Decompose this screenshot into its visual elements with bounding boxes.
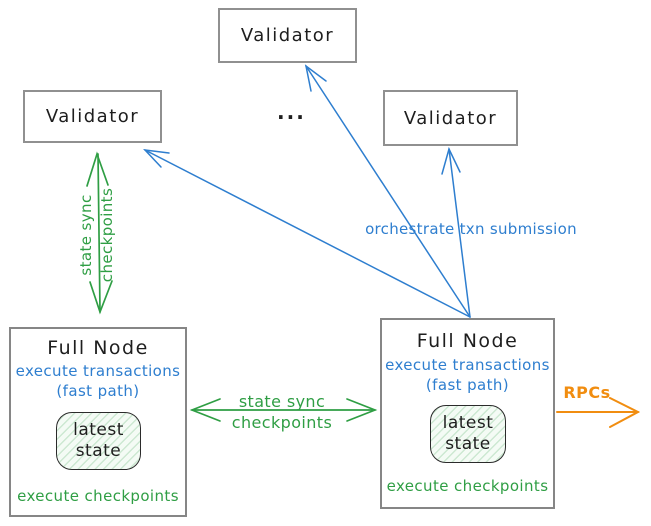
full-node-left-exec-checkpoints: execute checkpoints: [17, 487, 179, 505]
full-node-right-exec-transactions: execute transactions: [385, 356, 550, 374]
validator-right-box: Validator: [383, 90, 518, 146]
latest-state-word2: state: [75, 441, 122, 461]
full-node-left-exec-transactions: execute transactions: [15, 362, 181, 380]
vertical-state-sync-label: state sync: [77, 194, 95, 276]
full-node-left-box: Full Node execute transactions (fast pat…: [9, 327, 187, 517]
validator-top-box: Validator: [218, 8, 357, 63]
validator-left-box: Validator: [23, 90, 162, 143]
latest-state-word1: latest: [442, 413, 494, 433]
full-node-left-latest-state-box: latest state: [56, 412, 141, 470]
full-node-right-box: Full Node execute transactions (fast pat…: [380, 318, 555, 509]
orchestrate-txn-arrows: [143, 64, 471, 318]
horizontal-checkpoints-label: checkpoints: [231, 413, 333, 432]
full-node-right-title: Full Node: [416, 330, 519, 352]
vertical-checkpoints-label: checkpoints: [98, 187, 116, 283]
latest-state-word1: latest: [73, 420, 124, 440]
validators-ellipsis: ...: [277, 100, 306, 124]
validator-left-label: Validator: [45, 106, 140, 127]
horizontal-state-sync-label: state sync: [238, 392, 326, 411]
latest-state-word2: state: [445, 434, 491, 454]
rpcs-label: RPCs: [563, 383, 611, 402]
full-node-left-title: Full Node: [47, 337, 149, 359]
full-node-right-exec-checkpoints: execute checkpoints: [386, 477, 549, 495]
full-node-right-fast-path: (fast path): [425, 376, 510, 394]
state-sync-horizontal-arrow: [189, 398, 378, 422]
state-sync-vertical-arrow: [86, 151, 113, 315]
validator-right-label: Validator: [403, 107, 498, 129]
orchestrate-txn-submission-label: orchestrate txn submission: [365, 220, 577, 238]
rpcs-arrow: [556, 397, 641, 428]
full-node-left-fast-path: (fast path): [56, 382, 140, 400]
full-node-right-latest-state-box: latest state: [430, 405, 506, 463]
validator-top-label: Validator: [240, 25, 335, 46]
